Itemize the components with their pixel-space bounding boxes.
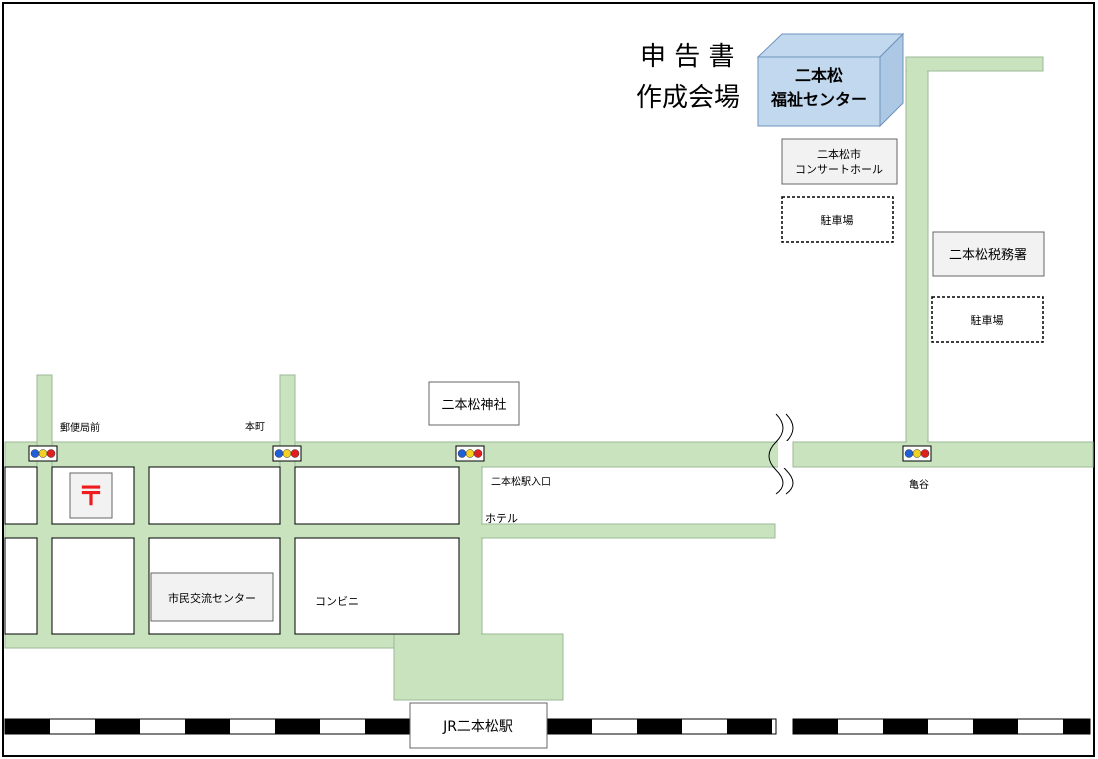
concert-hall-line2: コンサートホール: [795, 163, 883, 176]
station-label: JR二本松駅: [442, 719, 513, 735]
main-road-west: [4, 441, 781, 468]
post-office-symbol-front: 〒: [78, 482, 104, 512]
label-post-office-front: 郵便局前: [60, 421, 100, 434]
citizen-center: 市民交流センター: [150, 572, 274, 622]
tax-office-label: 二本松税務署: [949, 248, 1027, 263]
railway-segment: [95, 719, 140, 734]
railway-segment: [5, 719, 50, 734]
parking-east: 駐車場: [931, 296, 1044, 343]
station: JR二本松駅: [409, 702, 548, 749]
citizen-center-label: 市民交流センター: [168, 591, 256, 605]
railway-segment: [275, 719, 320, 734]
railway-segment: [727, 719, 772, 734]
label-kameya: 亀谷: [909, 478, 929, 491]
concert-hall: 二本松市 コンサートホール: [781, 138, 898, 185]
traffic-signal-station-entrance: [455, 445, 485, 462]
road-joins: [38, 70, 927, 650]
railway-segment: [637, 719, 682, 734]
road-break-mark-left: [768, 413, 784, 495]
road-east-vertical: [905, 57, 929, 443]
railway-segment: [793, 719, 838, 734]
label-station-entrance: 二本松駅入口: [491, 475, 551, 488]
traffic-signal-honmachi: [272, 445, 302, 462]
railway-segment: [185, 719, 230, 734]
road-secondary: [4, 523, 776, 539]
venue-name-line2: 福祉センター: [770, 90, 867, 109]
railway-segment: [547, 719, 592, 734]
main-road-east: [792, 441, 1094, 468]
shrine-label: 二本松神社: [441, 397, 506, 413]
parking-east-label: 駐車場: [971, 313, 1004, 327]
station-plaza: [393, 633, 564, 701]
venue-name-line1: 二本松: [795, 66, 843, 85]
venue-building[interactable]: 二本松 福祉センター: [756, 32, 905, 128]
concert-hall-line1: 二本松市: [817, 147, 861, 161]
label-convenience-store: コンビニ: [315, 595, 359, 608]
label-hotel: ホテル: [485, 512, 518, 525]
tax-office: 二本松税務署: [932, 231, 1045, 277]
title-line2: 作成会場: [636, 83, 740, 113]
railway-segment: [1063, 719, 1090, 734]
railway-segment: [365, 719, 410, 734]
parking-north-label: 駐車場: [821, 213, 854, 227]
traffic-signal-kameya: [902, 445, 932, 462]
title-line1: 申 告 書: [640, 42, 735, 72]
railway-segment: [883, 719, 928, 734]
railway: [4, 718, 1091, 735]
railway-segment: [973, 719, 1018, 734]
shrine: 二本松神社: [428, 381, 520, 426]
label-honmachi: 本町: [245, 420, 265, 433]
road-east-top: [905, 56, 1044, 72]
traffic-signal-post-office: [28, 445, 58, 462]
parking-north: 駐車場: [781, 196, 894, 243]
